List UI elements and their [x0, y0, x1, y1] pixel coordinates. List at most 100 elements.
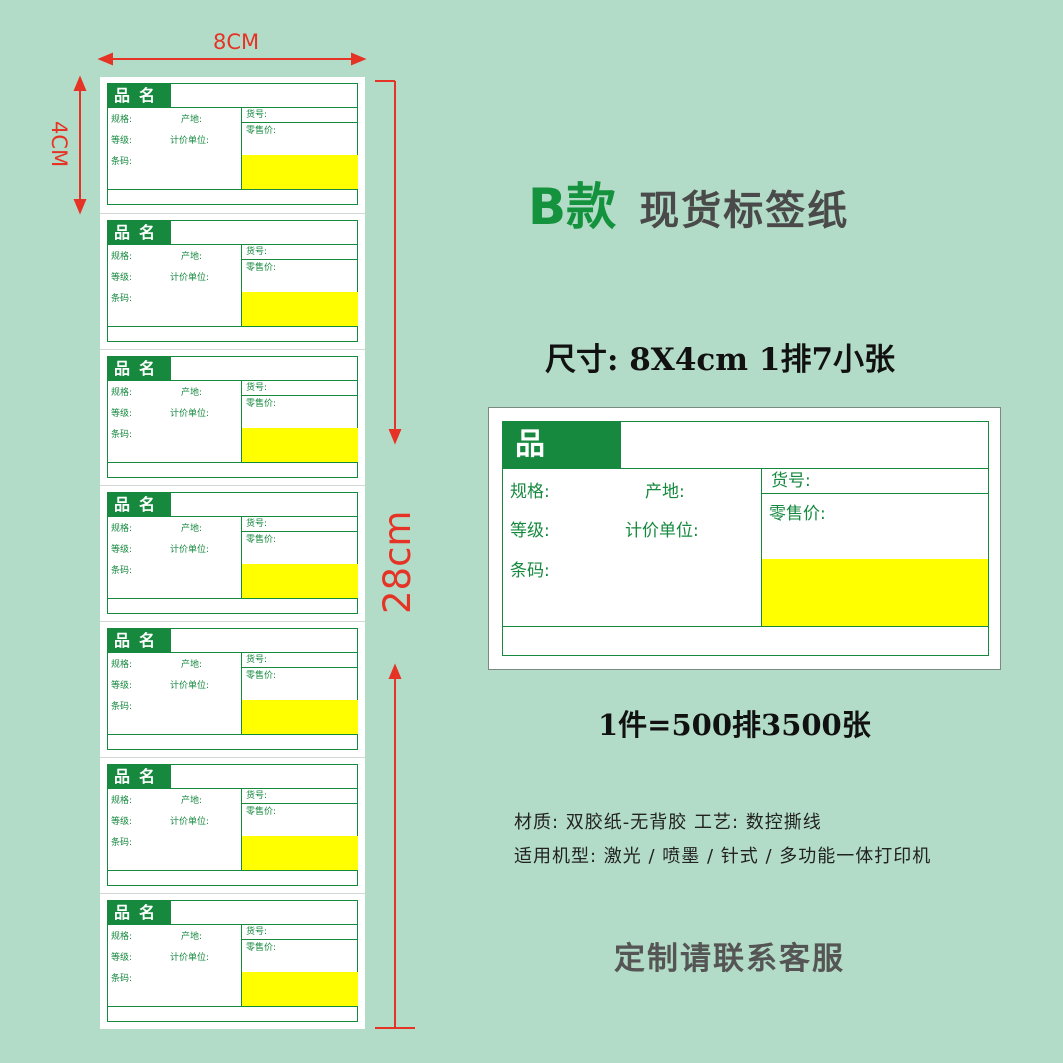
small-label-name-header: 品名	[108, 493, 171, 516]
small-label-name-header: 品名	[108, 221, 171, 244]
small-label-unit: 计价单位:	[170, 681, 210, 691]
small-label-divider	[241, 107, 242, 189]
small-label-divider	[241, 652, 242, 734]
small-label: 品名 规格: 产地: 等级: 计价单位: 条码: 货号: 零售价:	[100, 349, 365, 485]
label-detail-retail-price: 零售价:	[769, 504, 826, 524]
small-label-name-header: 品名	[108, 84, 171, 107]
small-label-divider	[108, 652, 357, 653]
small-label-grade: 等级:	[111, 545, 133, 555]
small-label-divider	[241, 516, 242, 598]
small-label-name-header: 品名	[108, 901, 171, 924]
small-label-price-area	[242, 428, 358, 462]
small-label-item-no: 货号:	[246, 383, 268, 393]
label-detail-name-header: 品名	[503, 422, 621, 508]
small-label: 品名 规格: 产地: 等级: 计价单位: 条码: 货号: 零售价:	[100, 757, 365, 893]
small-label-grade: 等级:	[111, 409, 133, 419]
small-label-frame: 品名 规格: 产地: 等级: 计价单位: 条码: 货号: 零售价:	[107, 764, 358, 886]
small-label-divider	[241, 122, 358, 123]
size-spec: 尺寸: 8X4cm 1排7小张	[545, 342, 896, 378]
label-detail-divider	[503, 626, 988, 627]
small-label-origin: 产地:	[181, 115, 203, 125]
small-label-grade: 等级:	[111, 817, 133, 827]
small-label-origin: 产地:	[181, 388, 203, 398]
small-label-item-no: 货号:	[246, 110, 268, 120]
label-detail-item-no: 货号:	[771, 471, 811, 491]
small-label-grade: 等级:	[111, 273, 133, 283]
small-label: 品名 规格: 产地: 等级: 计价单位: 条码: 货号: 零售价:	[100, 213, 365, 349]
small-label-divider	[241, 667, 358, 668]
small-label-divider	[241, 788, 242, 870]
small-label-unit: 计价单位:	[170, 953, 210, 963]
small-label-divider	[108, 924, 357, 925]
label-detail-grade: 等级:	[510, 521, 550, 541]
small-label-retail-price: 零售价:	[246, 399, 277, 409]
small-label-unit: 计价单位:	[170, 409, 210, 419]
custom-contact: 定制请联系客服	[614, 941, 845, 977]
small-label-divider	[108, 326, 357, 327]
small-label-item-no: 货号:	[246, 655, 268, 665]
label-detail-origin: 产地:	[645, 482, 685, 502]
small-label-price-area	[242, 564, 358, 598]
small-label-grade: 等级:	[111, 953, 133, 963]
small-label-divider	[108, 462, 357, 463]
small-label-price-area	[242, 292, 358, 326]
small-label-unit: 计价单位:	[170, 545, 210, 555]
width-dimension-label: 8CM	[213, 30, 260, 54]
small-label-divider	[241, 924, 242, 1006]
title-model: B款	[528, 178, 617, 236]
small-label-frame: 品名 规格: 产地: 等级: 计价单位: 条码: 货号: 零售价:	[107, 220, 358, 342]
material-info: 材质: 双胶纸-无背胶 工艺: 数控撕线	[514, 812, 822, 833]
small-label-unit: 计价单位:	[170, 817, 210, 827]
width-arrow-head-left	[97, 52, 113, 66]
small-label-frame: 品名 规格: 产地: 等级: 计价单位: 条码: 货号: 零售价:	[107, 83, 358, 205]
small-label-origin: 产地:	[181, 932, 203, 942]
small-label-frame: 品名 规格: 产地: 等级: 计价单位: 条码: 货号: 零售价:	[107, 900, 358, 1022]
small-label-name-header: 品名	[108, 357, 171, 380]
small-label: 品名 规格: 产地: 等级: 计价单位: 条码: 货号: 零售价:	[100, 621, 365, 757]
small-label-divider	[241, 380, 242, 462]
small-label-divider	[241, 259, 358, 260]
quantity-spec: 1件=500排3500张	[598, 708, 871, 742]
length-arrow-head-down	[388, 429, 402, 445]
label-detail-price-area	[762, 559, 988, 626]
small-label-spec: 规格:	[111, 524, 133, 534]
small-label-spec: 规格:	[111, 796, 133, 806]
printer-info: 适用机型: 激光 / 喷墨 / 针式 / 多功能一体打印机	[514, 846, 932, 867]
small-label-divider	[108, 516, 357, 517]
small-label-divider	[108, 598, 357, 599]
small-label-divider	[241, 244, 242, 326]
small-label-retail-price: 零售价:	[246, 671, 277, 681]
height-arrow-head-top	[73, 75, 87, 91]
width-arrow-head-right	[351, 52, 367, 66]
small-label-price-area	[242, 155, 358, 189]
small-label-origin: 产地:	[181, 524, 203, 534]
label-detail: 品名 规格: 产地: 等级: 计价单位: 条码: 货号: 零售价:	[488, 407, 1001, 670]
small-label-barcode: 条码:	[111, 702, 133, 712]
small-label-spec: 规格:	[111, 388, 133, 398]
small-label-barcode: 条码:	[111, 566, 133, 576]
title-product: 现货标签纸	[639, 188, 850, 234]
small-label-barcode: 条码:	[111, 974, 133, 984]
small-label-item-no: 货号:	[246, 519, 268, 529]
small-label-barcode: 条码:	[111, 294, 133, 304]
small-label-divider	[241, 939, 358, 940]
label-detail-frame: 品名 规格: 产地: 等级: 计价单位: 条码: 货号: 零售价:	[502, 421, 989, 656]
label-detail-divider	[761, 493, 988, 494]
small-label-barcode: 条码:	[111, 838, 133, 848]
small-label-spec: 规格:	[111, 660, 133, 670]
small-label-retail-price: 零售价:	[246, 807, 277, 817]
small-label-divider	[108, 734, 357, 735]
small-label-origin: 产地:	[181, 796, 203, 806]
small-label-spec: 规格:	[111, 252, 133, 262]
small-label-item-no: 货号:	[246, 927, 268, 937]
small-label-retail-price: 零售价:	[246, 535, 277, 545]
small-label-divider	[108, 870, 357, 871]
small-label-name-header: 品名	[108, 629, 171, 652]
small-label-retail-price: 零售价:	[246, 943, 277, 953]
small-label-divider	[108, 107, 357, 108]
small-label-divider	[241, 531, 358, 532]
small-label-divider	[241, 395, 358, 396]
length-dimension-label: 28cm	[376, 510, 419, 614]
small-label-origin: 产地:	[181, 660, 203, 670]
